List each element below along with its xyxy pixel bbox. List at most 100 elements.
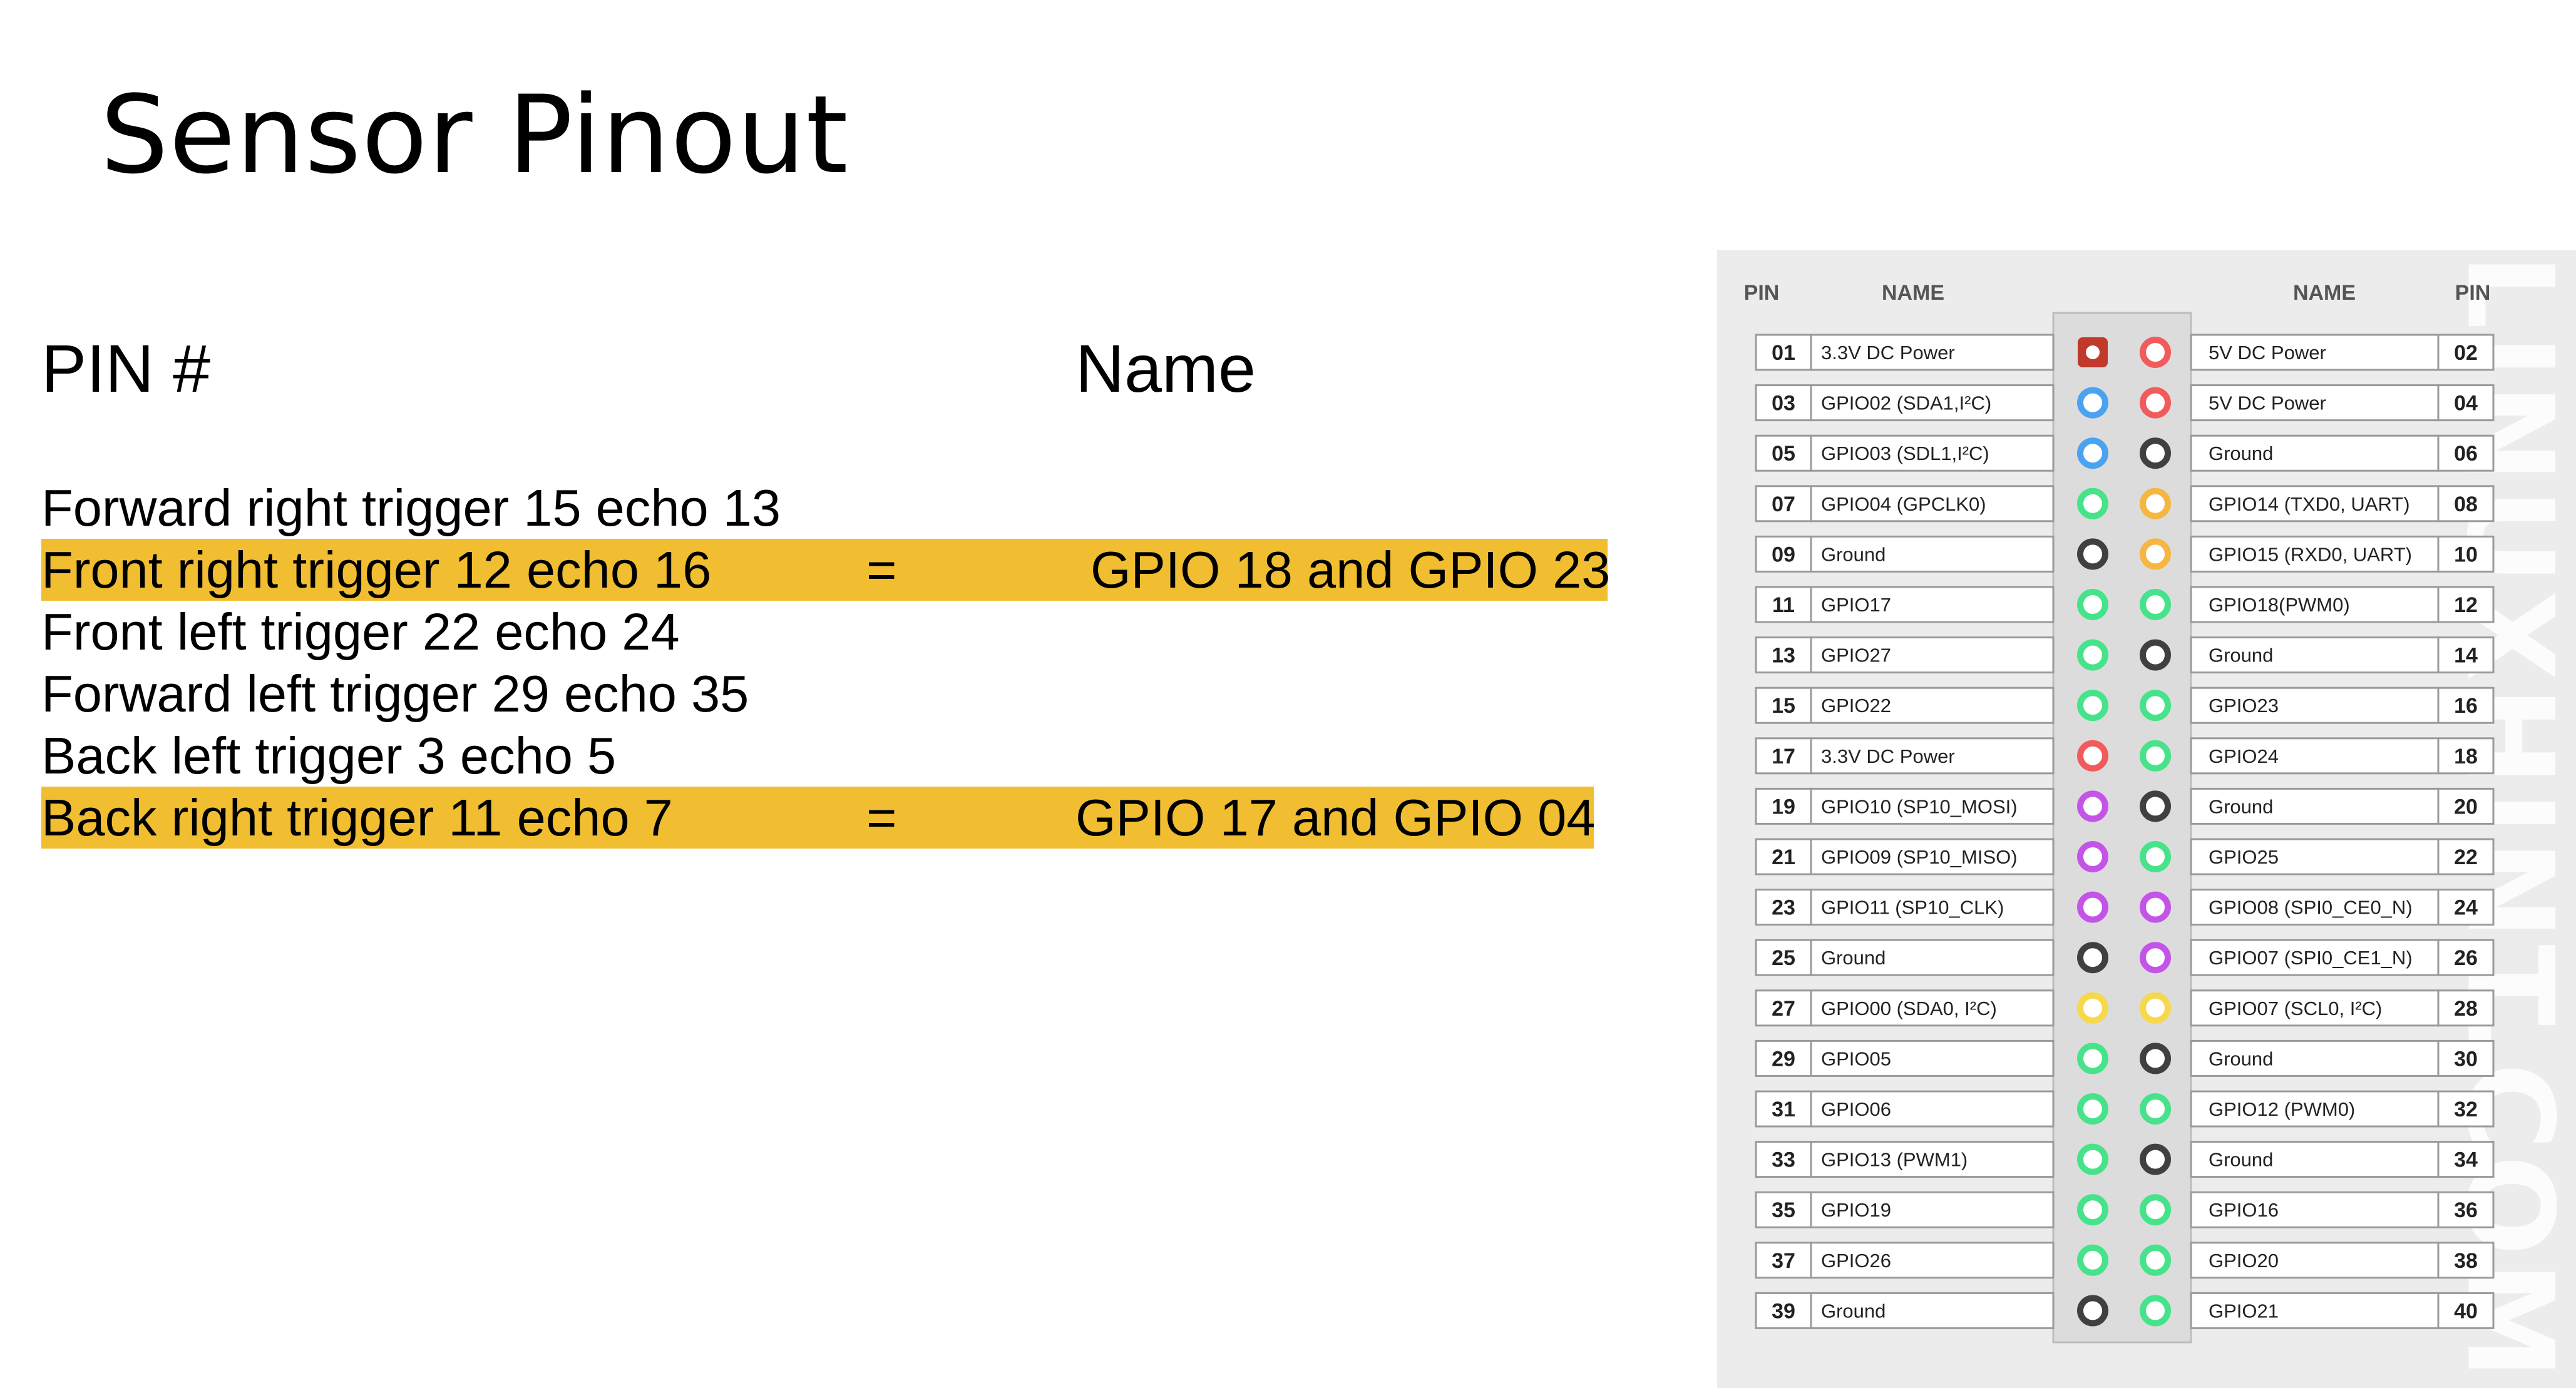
right-name-cell [2190,1141,2440,1178]
left-name-cell [1810,1191,2055,1228]
left-pin-icon [2077,1194,2108,1226]
left-pin-number: 37 [1772,1249,1795,1273]
sensor-description: Back left trigger 3 echo 5 [41,727,617,785]
right-pin-icon [2140,1244,2171,1276]
sensor-row-forward-right: Forward right trigger 15 echo 13 [41,477,781,539]
left-pin-name: GPIO19 [1821,1199,1891,1221]
left-pin-number: 19 [1772,795,1795,819]
left-pin-cell [1755,1191,1812,1228]
left-pin-name: GPIO03 (SDL1,I²C) [1821,442,1989,464]
right-pin-number: 06 [2454,442,2478,466]
sensor-description: Forward right trigger 15 echo 13 [41,479,781,537]
left-name-cell [1810,485,2055,523]
right-pin-number: 36 [2454,1198,2478,1222]
left-pin-number: 35 [1772,1198,1795,1222]
left-pin-icon [2077,992,2108,1024]
left-pin-name: GPIO10 (SP10_MOSI) [1821,795,2018,817]
left-name-cell [1810,737,2055,775]
right-pin-icon [2140,437,2171,469]
right-pin-number: 20 [2454,795,2478,819]
right-pin-number: 02 [2454,341,2478,365]
left-pin-name: Ground [1821,1300,1886,1322]
left-pin-name: GPIO17 [1821,594,1891,616]
right-pin-name: GPIO24 [2209,745,2279,767]
sensor-row-back-left: Back left trigger 3 echo 5 [41,725,616,787]
sensor-description: Forward left trigger 29 echo 35 [41,665,749,723]
right-pin-icon [2140,942,2171,974]
right-name-cell [2190,1242,2440,1279]
right-pin-name: GPIO08 (SPI0_CE0_N) [2209,897,2413,919]
left-pin-cell [1755,636,1812,674]
right-pin-name: Ground [2209,645,2273,666]
right-pin-cell [2437,586,2495,623]
right-pin-cell [2437,535,2495,573]
right-pin-cell [2437,787,2495,825]
left-pin-cell [1755,1039,1812,1077]
right-pin-number: 12 [2454,593,2478,617]
right-pin-cell [2437,1039,2495,1077]
left-pin-header: PIN [1744,281,1780,305]
left-name-cell [1810,586,2055,623]
left-pin-cell [1755,384,1812,422]
right-name-cell [2190,1090,2440,1128]
right-name-cell [2190,636,2440,674]
right-pin-name: 5V DC Power [2209,392,2326,414]
right-pin-icon [2140,891,2171,923]
right-name-cell [2190,586,2440,623]
left-name-cell [1810,384,2055,422]
right-pin-cell [2437,989,2495,1027]
right-name-cell [2190,434,2440,472]
right-pin-icon [2140,740,2171,772]
right-pin-cell [2437,939,2495,976]
right-pin-cell [2437,485,2495,523]
right-name-header: NAME [2293,281,2356,305]
left-name-cell [1810,1242,2055,1279]
sensor-description: Front right trigger 12 echo 16 [41,541,712,599]
sensor-row-front-right: Front right trigger 12 echo 16 = GPIO 18… [41,539,1610,601]
left-pin-icon [2077,740,2108,772]
right-pin-number: 08 [2454,492,2478,516]
right-pin-name: Ground [2209,1048,2273,1069]
sensor-description: Back right trigger 11 echo 7 [41,788,673,847]
right-pin-number: 18 [2454,745,2478,768]
right-pin-name: GPIO15 (RXD0, UART) [2209,543,2412,565]
right-pin-number: 28 [2454,997,2478,1021]
right-pin-icon [2140,1093,2171,1125]
right-pin-number: 32 [2454,1098,2478,1121]
left-pin-icon [2077,690,2108,722]
sensor-row-forward-left: Forward left trigger 29 echo 35 [41,663,749,725]
left-pin-name: Ground [1821,543,1886,565]
right-pin-number: 30 [2454,1047,2478,1071]
pin-hole [2086,345,2100,359]
left-name-cell [1810,434,2055,472]
right-pin-cell [2437,889,2495,926]
left-pin-icon [2077,790,2108,822]
left-pin-number: 17 [1772,745,1795,768]
right-pin-cell [2437,838,2495,875]
left-name-cell [1810,686,2055,724]
left-pin-icon [2077,942,2108,974]
gpio-mapping: GPIO 17 and GPIO 04 [1075,788,1596,847]
right-pin-number: 16 [2454,694,2478,718]
right-pin-name: GPIO14 (TXD0, UART) [2209,493,2410,515]
pin-header-strip [2052,312,2192,1344]
left-pin-name: GPIO00 (SDA0, I²C) [1821,998,1997,1019]
right-pin-icon [2140,790,2171,822]
left-pin-icon [2077,1295,2108,1327]
left-pin-icon [2077,1143,2108,1175]
left-name-cell [1810,334,2055,371]
left-pin-number: 31 [1772,1098,1795,1121]
left-name-cell [1810,1292,2055,1329]
